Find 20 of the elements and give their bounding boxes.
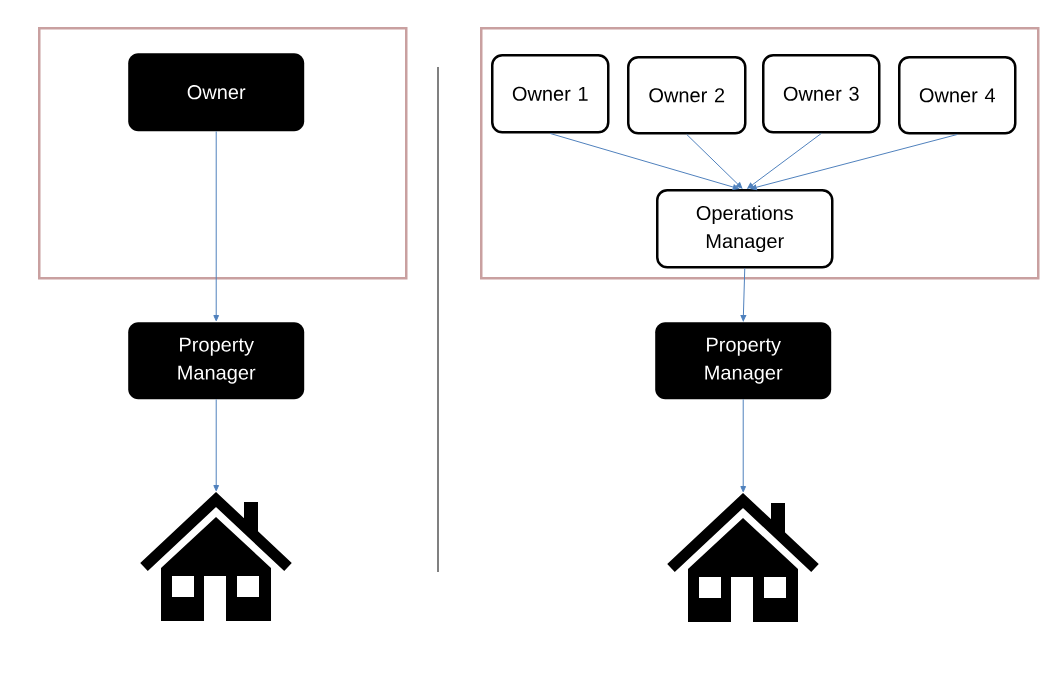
- role-box: Owner: [128, 53, 305, 132]
- role-box: Property Manager: [128, 322, 305, 400]
- arrow: [740, 268, 747, 322]
- arrow: [213, 398, 220, 492]
- role-box: Property Manager: [655, 322, 832, 400]
- role-box: Operations Manager: [656, 189, 834, 269]
- role-box: Owner 4: [898, 56, 1017, 135]
- group-frame: [480, 27, 1040, 280]
- role-box: Owner 2: [627, 56, 747, 135]
- group-frame: [38, 27, 408, 280]
- arrow: [750, 134, 958, 191]
- role-box: Owner 3: [762, 54, 881, 134]
- arrow: [213, 130, 220, 322]
- role-box: Owner 1: [491, 54, 610, 134]
- house-icon: [140, 491, 292, 621]
- arrow: [549, 133, 740, 190]
- arrow: [740, 398, 747, 493]
- arrow: [747, 133, 822, 189]
- arrow: [686, 134, 743, 189]
- house-icon: [667, 492, 819, 622]
